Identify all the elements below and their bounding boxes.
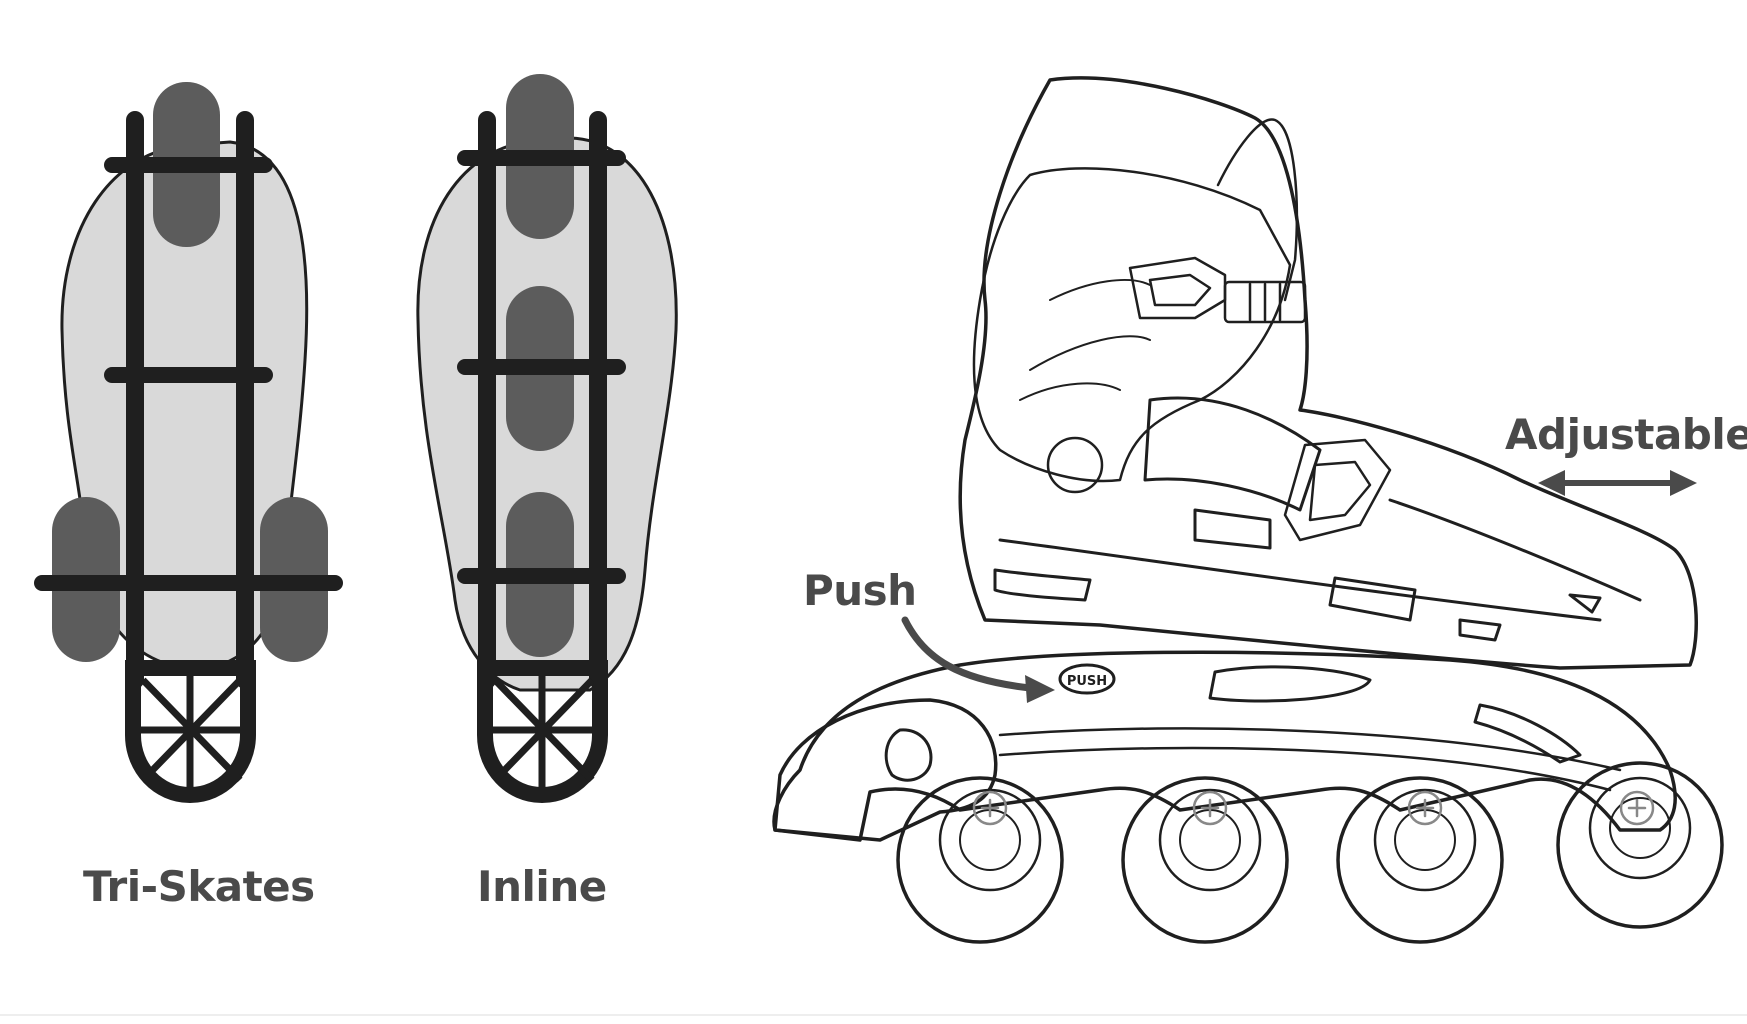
heel-brake [773,698,998,842]
wheel-2 [1121,776,1289,944]
push-label: Push [803,566,917,615]
push-button-text: PUSH [1067,674,1107,689]
axle-bolts [972,790,1655,826]
inline-label: Inline [477,862,607,911]
upper-buckle-icon [1128,256,1307,324]
inline-frame [457,111,626,689]
wheel-4 [1556,761,1724,929]
tri-skates-label: Tri-Skates [83,862,315,911]
push-arrow [901,616,1055,703]
cuff-rivet [1046,436,1104,494]
inline-skate-illustration: PUSH [772,76,1724,944]
wheel-3 [1336,776,1504,944]
tri-heel-plate [125,660,256,804]
boot-tongue [1216,118,1299,302]
adjustable-label: Adjustable [1505,410,1747,459]
adjustable-arrow [1538,470,1697,496]
bottom-divider [0,1014,1747,1016]
lower-strap [1143,396,1322,512]
inline-heel-plate [477,660,608,804]
push-button-icon: PUSH [1058,663,1116,695]
tri-skates-sole-diagram [34,82,343,804]
boot-cuff [972,167,1292,483]
inline-sole-diagram [416,74,678,804]
lower-buckle-icon [1283,438,1392,542]
wheel-1 [896,776,1064,944]
tri-frame [34,111,343,689]
